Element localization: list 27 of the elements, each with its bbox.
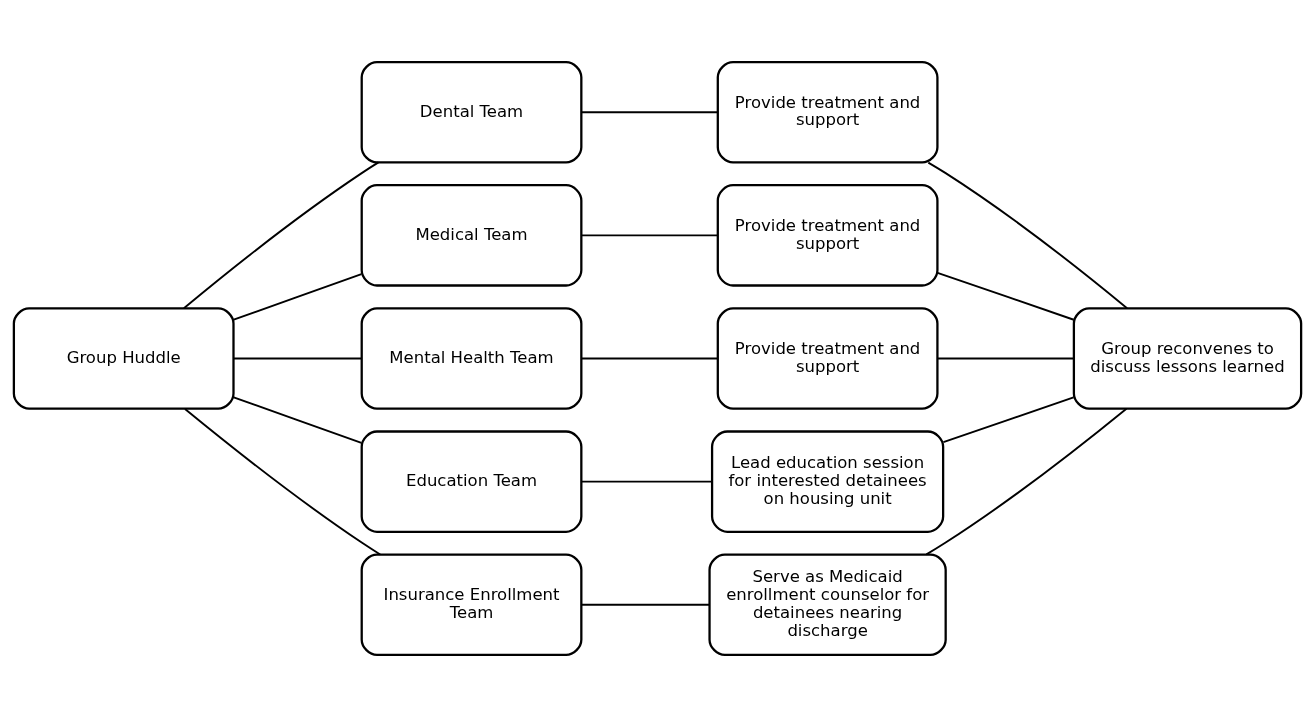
connector xyxy=(232,396,363,444)
connector xyxy=(936,357,1075,360)
connector xyxy=(182,161,380,310)
node-box: Provide treatment and support xyxy=(716,60,939,164)
connector xyxy=(232,273,363,321)
connector xyxy=(580,111,719,114)
node-box: Group Huddle xyxy=(12,307,235,410)
connector xyxy=(580,603,711,606)
node-box: Lead education session for interested detainees on housing unit xyxy=(710,430,945,533)
connector xyxy=(936,271,1075,321)
connector xyxy=(927,161,1129,310)
node-box: Group reconvenes to discuss lessons learned xyxy=(1072,307,1303,410)
connector xyxy=(580,234,719,237)
connector xyxy=(925,407,1128,556)
connector xyxy=(942,396,1075,444)
node-box: Provide treatment and support xyxy=(716,307,939,410)
connector xyxy=(580,357,719,360)
node-box: Insurance Enrollment Team xyxy=(360,553,583,657)
node-box: Education Team xyxy=(360,430,583,533)
connector xyxy=(232,357,363,360)
connector xyxy=(580,480,713,483)
node-box: Dental Team xyxy=(360,60,583,164)
node-box: Provide treatment and support xyxy=(716,184,939,287)
node-box: Serve as Medicaid enrollment counselor for detainees nearing discharge xyxy=(708,553,947,657)
node-box: Medical Team xyxy=(360,184,583,287)
node-box: Mental Health Team xyxy=(360,307,583,410)
connector xyxy=(184,408,382,556)
